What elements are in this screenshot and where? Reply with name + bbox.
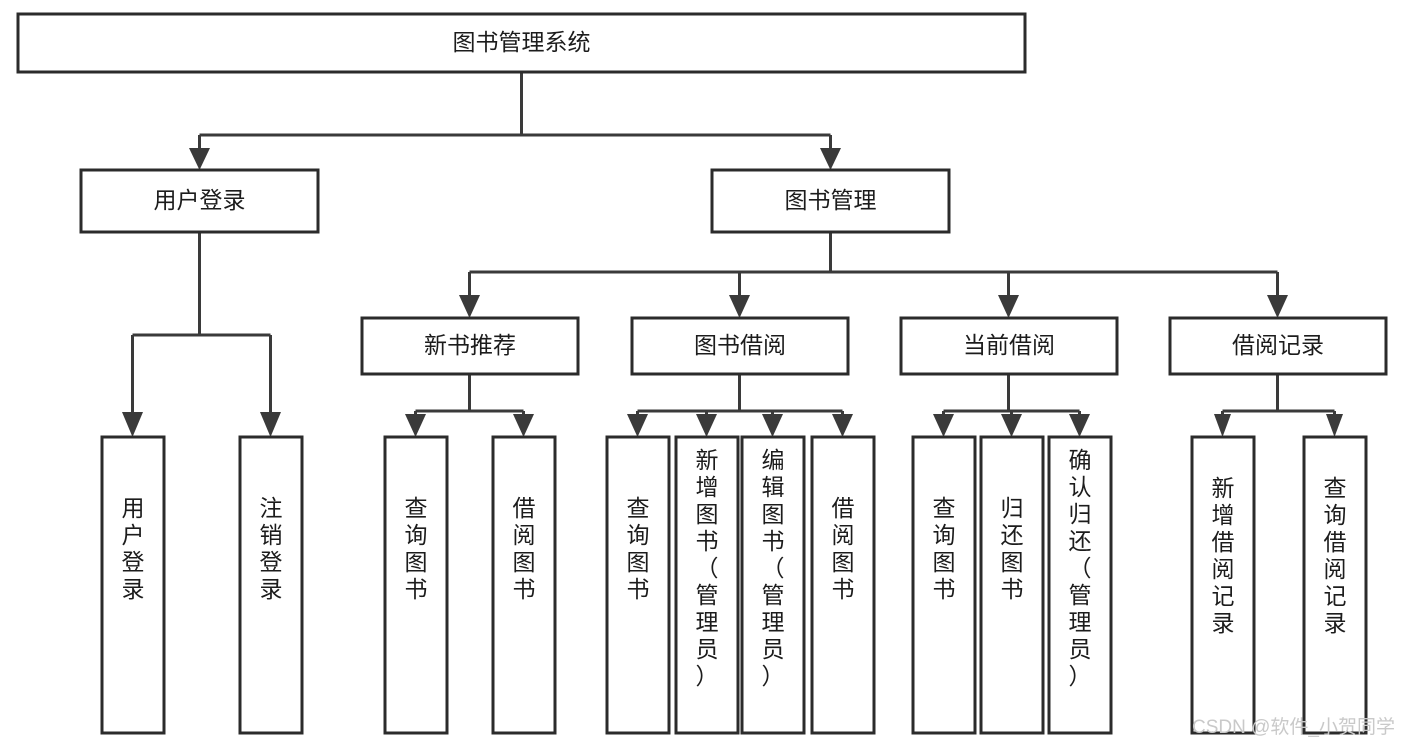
arrowhead-leaf-query-book-1 [405,414,426,437]
leaf-query-record[interactable]: 查询借阅记录 [1302,435,1368,735]
leaf-user-login-label: 用户登录 [122,495,145,602]
leaf-query-book-1[interactable]: 查询图书 [383,435,449,735]
node-user-login-box[interactable] [79,168,320,234]
leaf-confirm-return-label: 确认归还（管理员） [1069,447,1092,689]
node-current-borrow[interactable]: 当前借阅 [899,316,1119,376]
leaf-return-book[interactable]: 归还图书 [979,435,1045,735]
leaf-logout-label: 注销登录 [260,495,283,602]
leaf-return-book-label: 归还图书 [1001,495,1024,602]
leaf-borrow-book-2-label: 借阅图书 [832,495,855,602]
leaf-return-book-box[interactable] [979,435,1045,735]
arrowhead-leaf-edit-book [762,414,783,437]
leaf-query-book-3[interactable]: 查询图书 [911,435,977,735]
leaf-add-book[interactable]: 新增图书（管理员） [674,435,740,735]
node-new-book-recommend[interactable]: 新书推荐 [360,316,580,376]
arrowhead-leaf-logout [260,412,281,437]
leaf-edit-book-label: 编辑图书（管理员） [762,447,785,689]
leaf-user-login-box[interactable] [100,435,166,735]
node-root[interactable]: 图书管理系统 [16,12,1027,74]
arrowhead-leaf-return-book [1001,414,1022,437]
arrowhead-leaf-confirm-return [1069,414,1090,437]
arrowhead-leaf-borrow-book-1 [513,414,534,437]
connector-group [122,72,1343,437]
arrowhead-leaf-query-book-2 [627,414,648,437]
arrowhead-borrow-record [1267,295,1288,318]
node-book-manage-box[interactable] [710,168,951,234]
node-book-borrow-box[interactable] [630,316,850,376]
leaf-borrow-book-1-label: 借阅图书 [513,495,536,602]
node-root-box[interactable] [16,12,1027,74]
node-current-borrow-label: 当前借阅 [963,332,1055,358]
leaf-query-book-2-label: 查询图书 [627,495,650,602]
arrowhead-user-login [189,148,210,170]
leaf-add-book-box[interactable] [674,435,740,735]
leaf-query-book-1-box[interactable] [383,435,449,735]
leaf-logout-box[interactable] [238,435,304,735]
leaf-query-book-2-box[interactable] [605,435,671,735]
arrowhead-leaf-query-record [1326,414,1343,437]
node-borrow-record-label: 借阅记录 [1232,332,1324,358]
node-book-borrow-label: 图书借阅 [694,332,786,358]
leaf-query-book-3-label: 查询图书 [933,495,956,602]
node-user-login-label: 用户登录 [154,187,246,213]
node-book-manage-label: 图书管理 [785,187,877,213]
leaf-query-book-1-label: 查询图书 [405,495,428,602]
arrowhead-book-borrow [729,295,750,318]
arrowhead-leaf-user-login [122,412,143,437]
arrowhead-current-borrow [998,295,1019,318]
leaf-confirm-return[interactable]: 确认归还（管理员） [1047,435,1113,735]
arrowhead-new-book-recommend [459,295,480,318]
node-borrow-record-box[interactable] [1168,316,1388,376]
leaf-query-book-2[interactable]: 查询图书 [605,435,671,735]
leaf-logout[interactable]: 注销登录 [238,435,304,735]
leaf-query-book-3-box[interactable] [911,435,977,735]
leaf-borrow-book-2-box[interactable] [810,435,876,735]
node-borrow-record[interactable]: 借阅记录 [1168,316,1388,376]
arrowhead-leaf-add-record [1214,414,1231,437]
leaf-query-record-label: 查询借阅记录 [1324,475,1347,636]
arrowhead-leaf-query-book-3 [933,414,954,437]
node-new-book-recommend-box[interactable] [360,316,580,376]
leaf-add-record-label: 新增借阅记录 [1212,475,1235,636]
leaf-user-login[interactable]: 用户登录 [100,435,166,735]
node-root-label: 图书管理系统 [453,29,591,55]
leaf-confirm-return-box[interactable] [1047,435,1113,735]
leaf-edit-book-box[interactable] [740,435,806,735]
node-user-login[interactable]: 用户登录 [79,168,320,234]
csdn-watermark: CSDN @软件_小贺同学 [1192,716,1395,738]
arrowhead-leaf-add-book [696,414,717,437]
leaf-borrow-book-2[interactable]: 借阅图书 [810,435,876,735]
node-book-manage[interactable]: 图书管理 [710,168,951,234]
leaf-add-book-label: 新增图书（管理员） [696,447,719,689]
leaf-borrow-book-1[interactable]: 借阅图书 [491,435,557,735]
node-new-book-recommend-label: 新书推荐 [424,332,516,358]
arrowhead-book-manage [820,148,841,170]
node-book-borrow[interactable]: 图书借阅 [630,316,850,376]
leaf-edit-book[interactable]: 编辑图书（管理员） [740,435,806,735]
leaf-add-record-box[interactable] [1190,435,1256,735]
leaf-query-record-box[interactable] [1302,435,1368,735]
leaf-borrow-book-1-box[interactable] [491,435,557,735]
node-current-borrow-box[interactable] [899,316,1119,376]
leaf-add-record[interactable]: 新增借阅记录 [1190,435,1256,735]
arrowhead-leaf-borrow-book-2 [832,414,853,437]
